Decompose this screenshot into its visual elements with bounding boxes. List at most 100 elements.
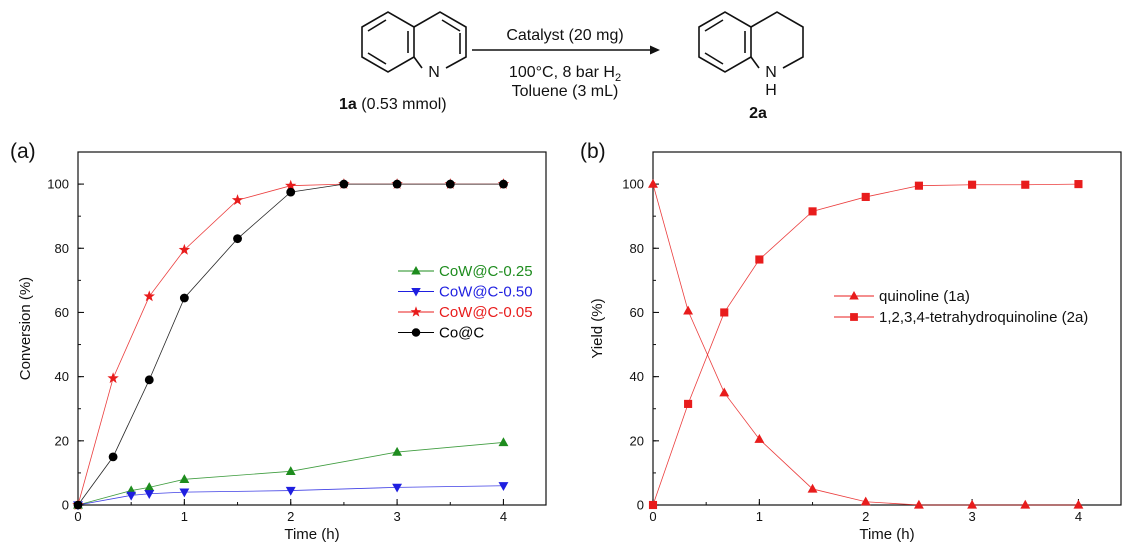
legend-label: quinoline (1a) <box>879 288 970 305</box>
x-axis-title: Time (h) <box>859 526 914 543</box>
aromatic-double-bond <box>441 19 461 32</box>
data-point <box>126 491 137 501</box>
data-point <box>1021 180 1030 189</box>
data-point <box>233 234 242 244</box>
legend-label: CoW@C-0.05 <box>439 304 533 321</box>
series-line <box>652 183 1079 506</box>
data-point <box>755 255 764 264</box>
data-point <box>1073 499 1084 509</box>
data-point <box>73 500 83 510</box>
reactant-label: 1a (0.53 mmol) <box>339 96 447 113</box>
legend: quinoline (1a) 1,2,3,4-tetrahydroquinolin… <box>834 288 1088 326</box>
y-tick-label: 80 <box>55 241 69 256</box>
y-tick-label: 80 <box>630 241 644 256</box>
series-line <box>652 183 1079 506</box>
legend-marker <box>411 328 421 337</box>
tetrahydroquinoline-h-atom: H <box>765 82 777 99</box>
data-point <box>179 293 189 303</box>
x-tick-label: 3 <box>393 509 400 524</box>
data-point <box>808 207 817 216</box>
condition-temp-pressure: 100°C, 8 bar H2 <box>509 64 621 84</box>
y-tick-label: 60 <box>55 305 69 320</box>
x-tick-label: 0 <box>74 509 81 524</box>
plot-frame <box>77 151 547 506</box>
legend-marker <box>849 291 859 300</box>
data-point <box>339 179 349 189</box>
data-point <box>1074 180 1083 189</box>
series-co-c <box>73 179 508 510</box>
data-point <box>914 181 923 190</box>
data-point <box>648 178 658 188</box>
legend-marker <box>850 313 858 321</box>
y-tick-label: 0 <box>637 498 644 513</box>
data-point <box>499 179 508 189</box>
data-point <box>392 446 403 456</box>
series-1-2-3-4-tetrahydroquinoline-2a- <box>648 180 1083 510</box>
data-point <box>392 179 402 189</box>
pyridine-bond-cn <box>413 56 423 69</box>
x-tick-label: 0 <box>649 509 656 524</box>
data-point <box>285 486 296 496</box>
data-point <box>861 192 870 201</box>
legend-label: 1,2,3,4-tetrahydroquinoline (2a) <box>879 309 1088 326</box>
data-point <box>392 483 403 493</box>
quinoline-n-atom: N <box>428 64 440 81</box>
condition-temp-pressure-main: 100°C, 8 bar H <box>509 64 615 81</box>
quinoline-structure <box>361 11 467 73</box>
reactant-amount: (0.53 mmol) <box>357 96 447 113</box>
y-tick-label: 40 <box>630 369 644 384</box>
series-cow-c-0-25 <box>73 437 509 509</box>
y-tick-label: 40 <box>55 369 69 384</box>
product-label: 2a <box>749 105 767 122</box>
y-axis-title: Conversion (%) <box>17 277 34 380</box>
y-tick-label: 60 <box>630 305 644 320</box>
series-line <box>77 183 504 506</box>
data-point <box>754 434 765 443</box>
data-point <box>285 179 297 191</box>
data-point <box>286 187 296 197</box>
x-tick-label: 1 <box>756 509 763 524</box>
y-tick-label: 100 <box>47 177 69 192</box>
series-cow-c-0-50 <box>73 482 509 511</box>
y-tick-label: 20 <box>55 433 69 448</box>
aromatic-double-bond <box>704 19 724 32</box>
legend-marker <box>410 306 422 317</box>
legend-label: CoW@C-0.50 <box>439 284 533 301</box>
legend-marker <box>411 266 421 275</box>
tetrahydroquinoline-n-atom: N <box>765 64 777 81</box>
reactant-id: 1a <box>339 96 357 113</box>
data-point <box>108 452 118 462</box>
data-point <box>285 466 296 475</box>
data-point <box>913 499 924 509</box>
data-point <box>178 243 191 255</box>
h2-subscript: 2 <box>615 72 621 84</box>
saturated-ring-bond-cn <box>750 56 760 69</box>
data-point <box>807 483 818 493</box>
data-point <box>648 500 658 510</box>
plot-frame <box>652 151 1122 506</box>
data-point <box>107 372 119 384</box>
aromatic-double-bond <box>704 52 724 65</box>
data-point <box>144 482 155 491</box>
saturated-ring-upper <box>750 11 804 69</box>
y-axis-title: Yield (%) <box>589 298 606 358</box>
condition-catalyst: Catalyst (20 mg) <box>506 27 623 44</box>
x-tick-label: 3 <box>968 509 975 524</box>
series-quinoline-1a- <box>648 178 1084 509</box>
legend-label: Co@C <box>439 325 484 342</box>
y-tick-label: 20 <box>630 433 644 448</box>
data-point <box>1020 499 1031 509</box>
data-point <box>498 437 509 447</box>
x-tick-label: 1 <box>181 509 188 524</box>
data-point <box>144 375 154 385</box>
series-cow-c-0-05 <box>72 178 510 510</box>
benzene-ring <box>361 11 415 73</box>
panel-label: (a) <box>10 140 36 163</box>
x-tick-label: 2 <box>862 509 869 524</box>
x-tick-label: 4 <box>1075 509 1082 524</box>
legend-label: CoW@C-0.25 <box>439 263 533 280</box>
legend-marker <box>411 288 421 297</box>
